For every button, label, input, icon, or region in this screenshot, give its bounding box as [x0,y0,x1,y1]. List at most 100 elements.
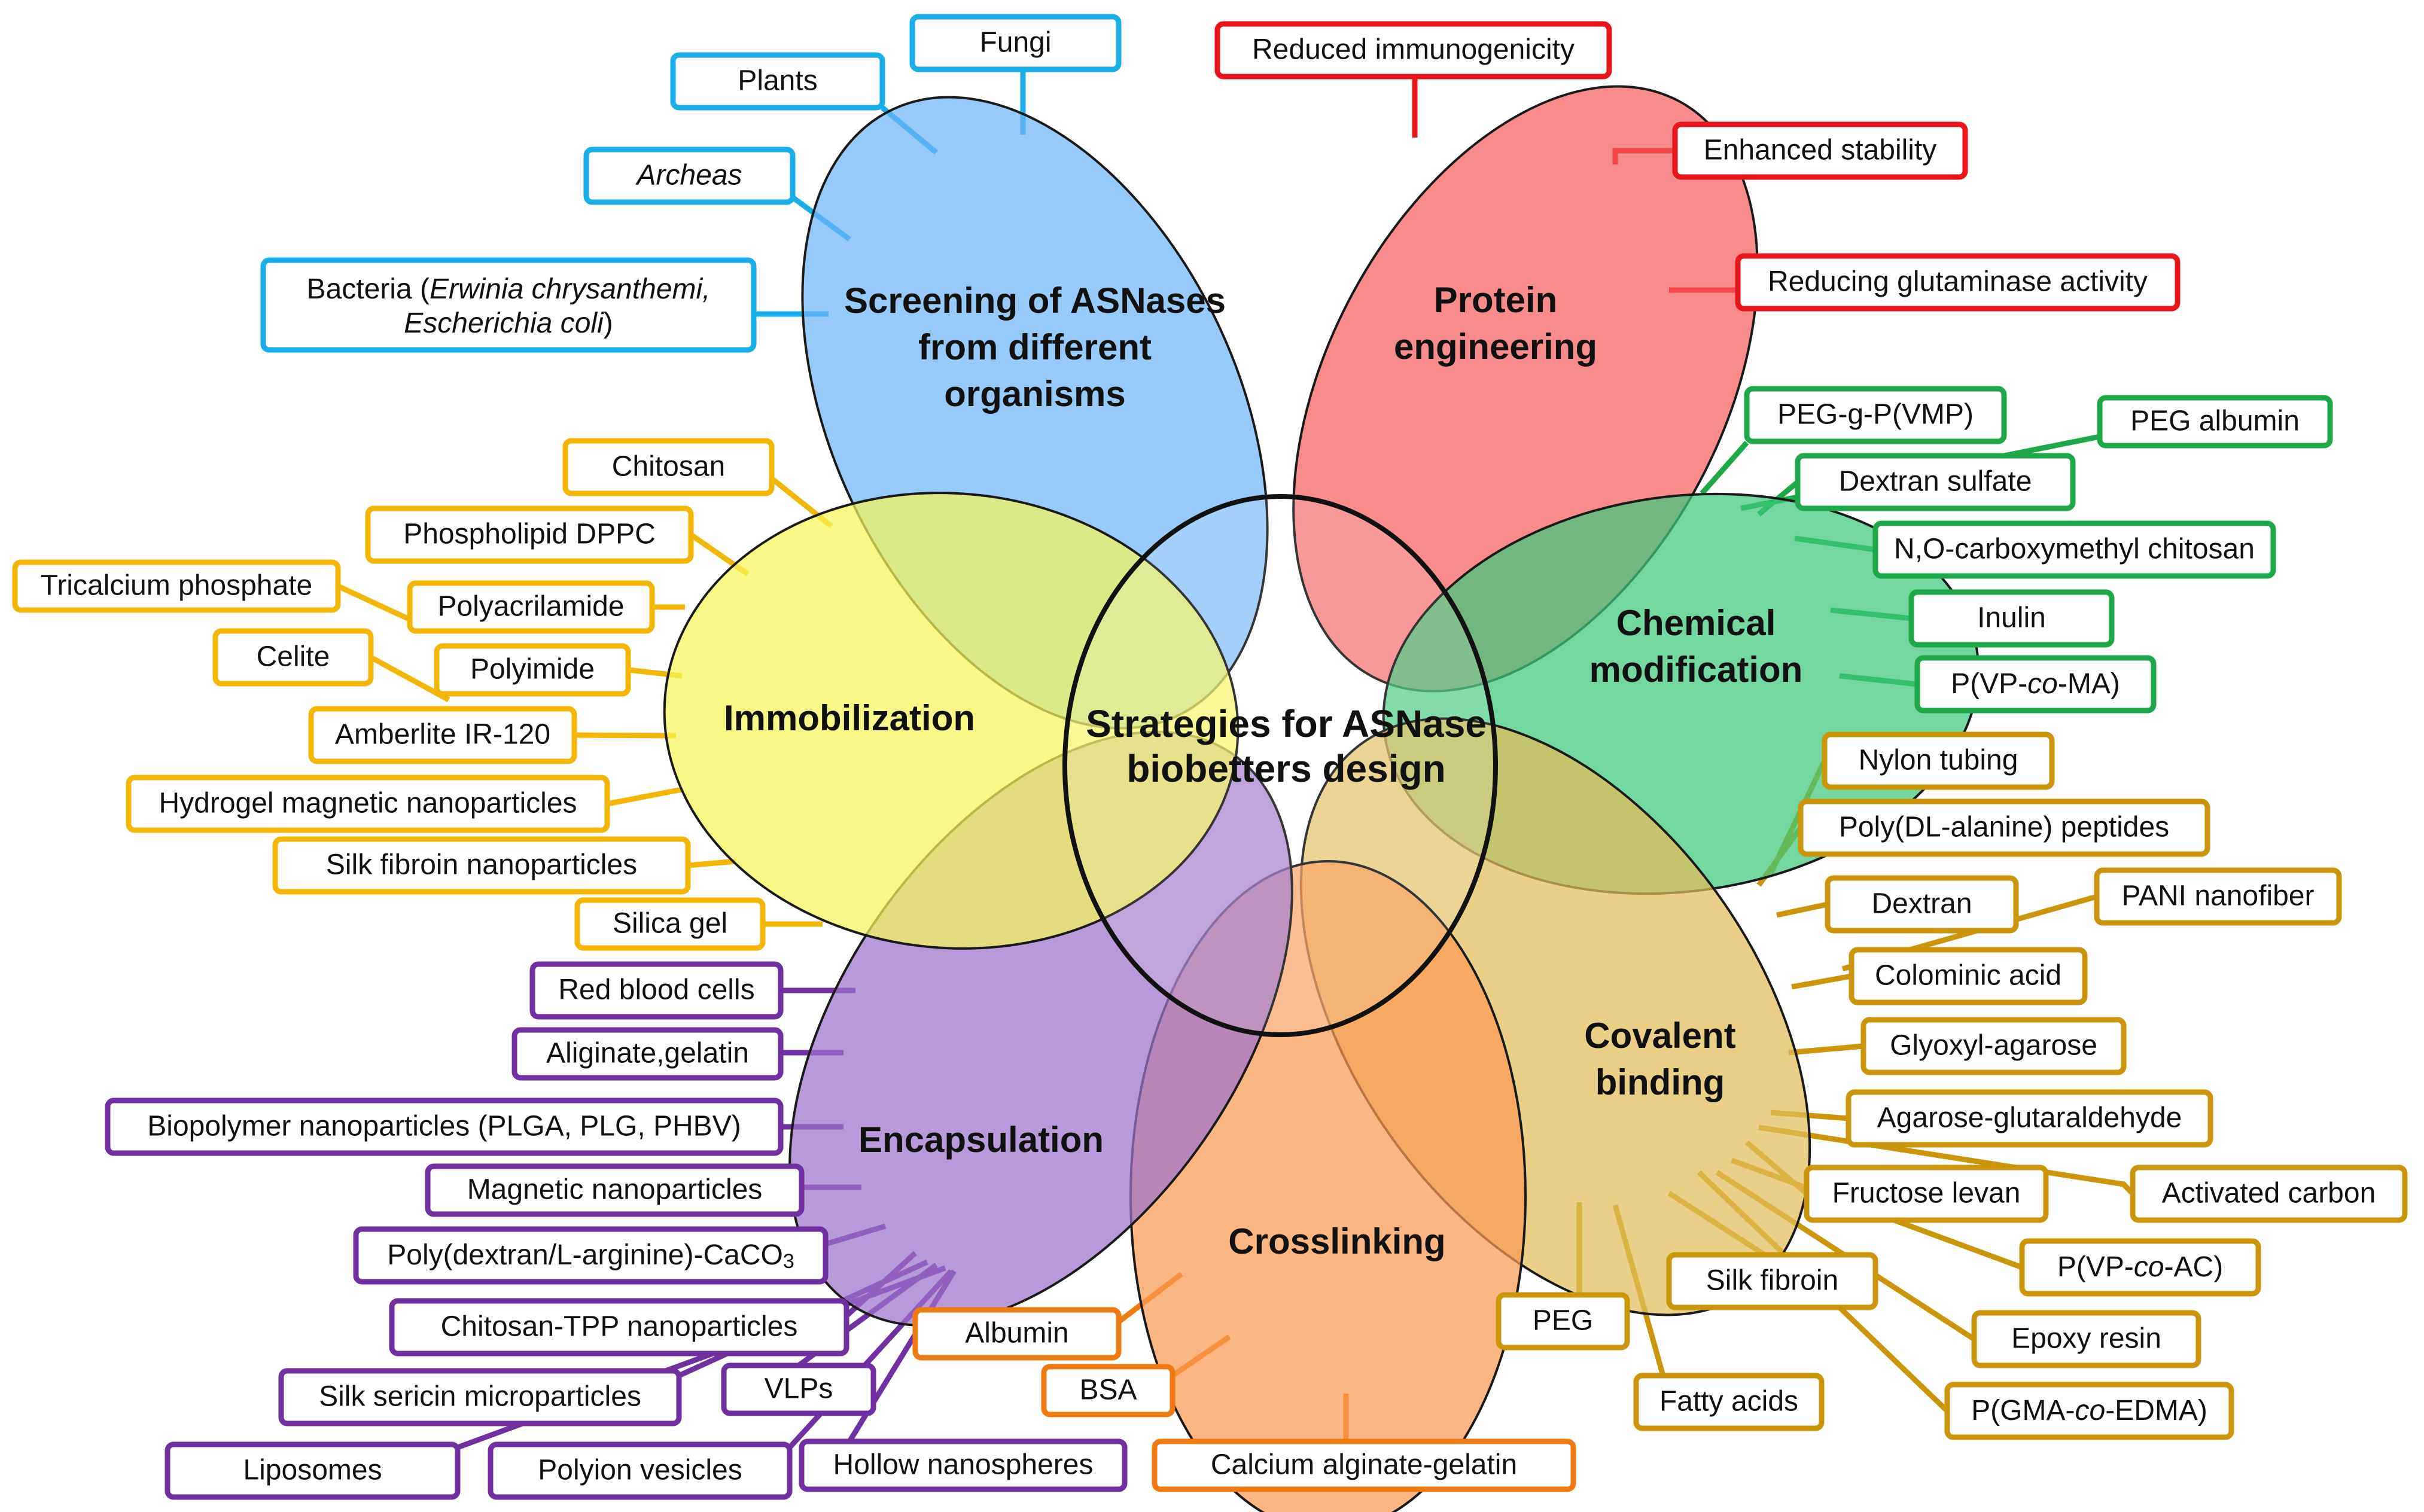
label-box-poly-dl-alanine-peptides [1798,798,2210,857]
label-box-reduced-immunogenicity [1214,21,1612,80]
label-encapsulation-silk-sericin-microparticles: Silk sericin microparticles [278,1368,682,1426]
label-immobilization-chitosan: Chitosan [562,438,775,496]
petal-covalent-title-line1: Covalent [1584,1016,1735,1056]
label-screening-plants: Plants [670,52,885,111]
label-text: Reducing glutaminase activity [1768,266,2148,298]
label-text: Dextran sulfate [1839,466,2032,498]
label-covalent-dextran: Dextran [1825,875,2019,934]
label-screening-bacteria-erwinia-chrysanthemi: Bacteria (Erwinia chrysanthemi,Escherich… [260,257,757,353]
label-encapsulation-polyion-vesicles: Polyion vesicles [488,1441,793,1500]
label-text: Magnetic nanoparticles [467,1174,763,1206]
label-text: Phospholipid DPPC [403,519,656,550]
label-text: Fructose levan [1832,1178,2021,1209]
connector-covalent-colominic-acid [1791,973,1852,990]
petal-immobilization-title-line1: Immobilization [724,698,975,738]
label-text: Tricalcium phosphate [41,570,312,602]
label-covalent-nylon-tubing: Nylon tubing [1822,731,2055,790]
label-box-n-o-carboxymethyl-chitosan [1872,520,2276,579]
label-text: Silk sericin microparticles [319,1381,641,1413]
label-text: Chitosan-TPP nanoparticles [441,1311,798,1343]
label-immobilization-amberlite-ir-120: Amberlite IR-120 [308,706,577,764]
petal-crosslinking-title-line1: Crosslinking [1228,1221,1445,1261]
label-box-hollow-nanospheres [799,1438,1128,1492]
label-text: Archeas [635,160,742,191]
label-text: Epoxy resin [2011,1323,2161,1355]
label-text: Inulin [1977,602,2046,634]
label-text: BSA [1079,1374,1137,1406]
label-box-chitosan-tpp-nanoparticles [389,1298,849,1356]
label-text: Reduced immunogenicity [1252,34,1575,66]
label-box-magnetic-nanoparticles [425,1163,805,1217]
label-chemical-p-vp-co-ma: P(VP-co-MA) [1914,655,2157,714]
label-text: PANI nanofiber [2122,880,2315,912]
label-covalent-p-vp-co-ac: P(VP-co-AC) [2019,1238,2261,1297]
label-text: Celite [257,641,330,673]
label-box-celite [212,628,374,687]
label-text: N,O-carboxymethyl chitosan [1894,534,2255,565]
label-box-fatty-acids [1633,1373,1825,1431]
label-immobilization-celite: Celite [212,628,374,687]
connector-chemical-peg-g-p-vmp [1700,441,1749,495]
label-box-silk-fibroin-nanoparticles [272,836,691,895]
label-box-archeas [583,147,796,205]
label-crosslinking-bsa: BSA [1041,1364,1176,1418]
label-box-aliginate-gelatin [511,1027,784,1081]
petal-protein-title-line2: engineering [1394,327,1597,367]
label-text: Polyion vesicles [538,1455,742,1486]
petal-screening-title-line3: organisms [944,374,1125,414]
label-immobilization-silica-gel: Silica gel [574,897,766,951]
label-box-bsa [1041,1364,1176,1418]
label-text: PEG-g-P(VMP) [1777,399,1974,431]
label-encapsulation-vlps: VLPs [721,1362,876,1416]
label-box-bacteria-erwinia-chrysanthemi [260,257,757,353]
label-encapsulation-aliginate-gelatin: Aliginate,gelatin [511,1027,784,1081]
label-text: Activated carbon [2162,1178,2376,1209]
petal-chemical-title-line2: modification [1589,650,1803,690]
label-box-calcium-alginate-gelatin [1152,1438,1576,1492]
center-title-line1: Strategies for ASNase [1086,702,1487,745]
label-text: PEG albumin [2130,406,2300,437]
label-encapsulation-poly-dextran-l-arginine-caco3: Poly(dextran/L-arginine)-CaCO3 [353,1226,829,1285]
label-encapsulation-red-blood-cells: Red blood cells [529,961,784,1020]
label-box-colominic-acid [1849,947,2088,1005]
connector-immobilization-silk-fibroin-nanoparticles [687,858,736,868]
label-box-tricalcium-phosphate [12,559,341,613]
label-box-activated-carbon [2130,1165,2408,1223]
label-box-silk-fibroin [1666,1252,1878,1310]
label-box-fructose-levan [1804,1165,2049,1223]
label-box-polyion-vesicles [488,1441,793,1500]
label-box-reducing-glutaminase-activity [1735,253,2181,312]
label-encapsulation-chitosan-tpp-nanoparticles: Chitosan-TPP nanoparticles [389,1298,849,1356]
label-text: Fungi [979,27,1051,59]
petal-screening-title-line1: Screening of ASNases [844,281,1226,321]
center-title-line2: biobetters design [1126,747,1445,790]
label-protein-enhanced-stability: Enhanced stability [1672,121,1968,180]
label-text: Glyoxyl-agarose [1890,1030,2097,1062]
label-text: VLPs [765,1373,833,1405]
center-circle [1062,494,1498,1037]
label-crosslinking-calcium-alginate-gelatin: Calcium alginate-gelatin [1152,1438,1576,1492]
label-immobilization-hydrogel-magnetic-nanoparticles: Hydrogel magnetic nanoparticles [126,775,610,833]
label-box-nylon-tubing [1822,731,2055,790]
connector-immobilization-amberlite-ir-120 [574,732,677,739]
label-text: Hydrogel magnetic nanoparticles [159,788,577,819]
petal-immobilization [663,492,1240,950]
petal-encapsulation-title-line1: Encapsulation [858,1120,1104,1160]
label-immobilization-tricalcium-phosphate: Tricalcium phosphate [12,559,341,613]
label-encapsulation-hollow-nanospheres: Hollow nanospheres [799,1438,1128,1492]
label-covalent-epoxy-resin: Epoxy resin [1971,1310,2201,1368]
label-encapsulation-biopolymer-nanoparticles-plga-plg-phbv: Biopolymer nanoparticles (PLGA, PLG, PHB… [105,1098,784,1156]
label-box-poly-dextran-l-arginine-caco3 [353,1226,829,1285]
label-text: P(GMA-co-EDMA) [1971,1395,2207,1426]
label-box-glyoxyl-agarose [1860,1017,2127,1075]
label-box-p-vp-co-ac [2019,1238,2261,1297]
label-covalent-glyoxyl-agarose: Glyoxyl-agarose [1860,1017,2127,1075]
label-text-line1: Bacteria (Erwinia chrysanthemi, [307,273,711,305]
label-box-enhanced-stability [1672,121,1968,180]
label-covalent-fructose-levan: Fructose levan [1804,1165,2049,1223]
label-box-plants [670,52,885,111]
connector-immobilization-hydrogel-magnetic-nanoparticles [607,787,683,807]
label-immobilization-phospholipid-dppc: Phospholipid DPPC [365,505,694,564]
label-immobilization-silk-fibroin-nanoparticles: Silk fibroin nanoparticles [272,836,691,895]
label-chemical-dextran-sulfate: Dextran sulfate [1795,453,2076,511]
